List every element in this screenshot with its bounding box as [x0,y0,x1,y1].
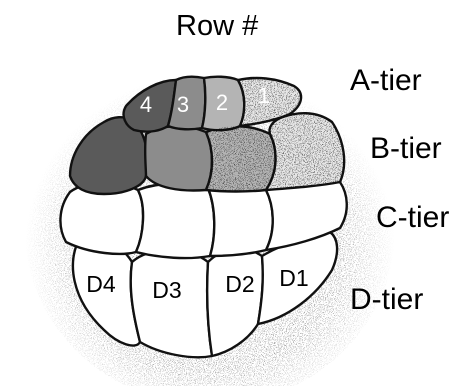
cell-label-d4: D4 [86,271,116,297]
cell-label-a1: 1 [258,83,270,108]
cell-label-d3: D3 [152,277,181,303]
tier-label-a: A-tier [350,66,422,96]
tier-label-d: D-tier [350,285,423,315]
cell-c2 [208,185,273,256]
cell-label-d1: D1 [279,265,308,291]
cell-c3 [136,184,214,258]
cell-d3 [131,250,212,357]
cell-label-d2: D2 [225,271,254,297]
row-number-heading: Row # [176,12,258,41]
texture-b1 [266,113,344,190]
tier-label-c: C-tier [376,203,449,233]
tier-label-b: B-tier [370,134,442,164]
cell-label-a2: 2 [216,90,228,115]
cell-label-a3: 3 [177,92,189,117]
cell-b3 [145,126,212,190]
cell-label-a4: 4 [140,92,152,117]
texture-b2 [206,126,276,191]
